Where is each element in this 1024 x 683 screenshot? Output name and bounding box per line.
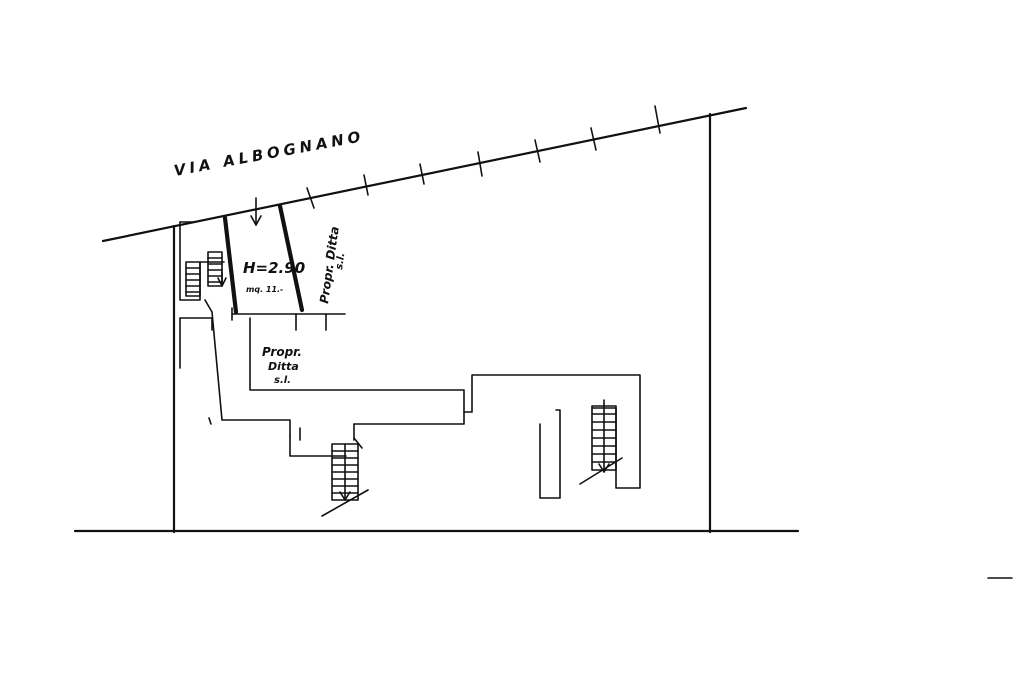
staircase-top-left (185, 251, 223, 297)
interior-walls (179, 221, 641, 499)
neighbor-mid-line1: Propr. (262, 345, 302, 359)
neighbor-property-top: Propr. Ditta s.l. (317, 225, 347, 304)
street-edge (101, 105, 748, 243)
neighbor-mid-line2: Ditta (268, 360, 299, 373)
street-ticks (306, 105, 661, 209)
room-thick-walls (222, 203, 305, 315)
room-height-label: H=2.90 (243, 259, 305, 277)
staircase-right (579, 399, 623, 485)
street-name-label: VIA ALBOGNANO (172, 127, 365, 180)
staircase-bottom-center (321, 437, 369, 517)
room-area-label: mq. 11.- (246, 285, 283, 294)
neighbor-mid-line3: s.l. (274, 375, 291, 386)
neighbor-top-line2: s.l. (334, 252, 347, 270)
outer-boundary (73, 112, 800, 534)
neighbor-property-mid: Propr. Ditta s.l. (262, 345, 302, 386)
